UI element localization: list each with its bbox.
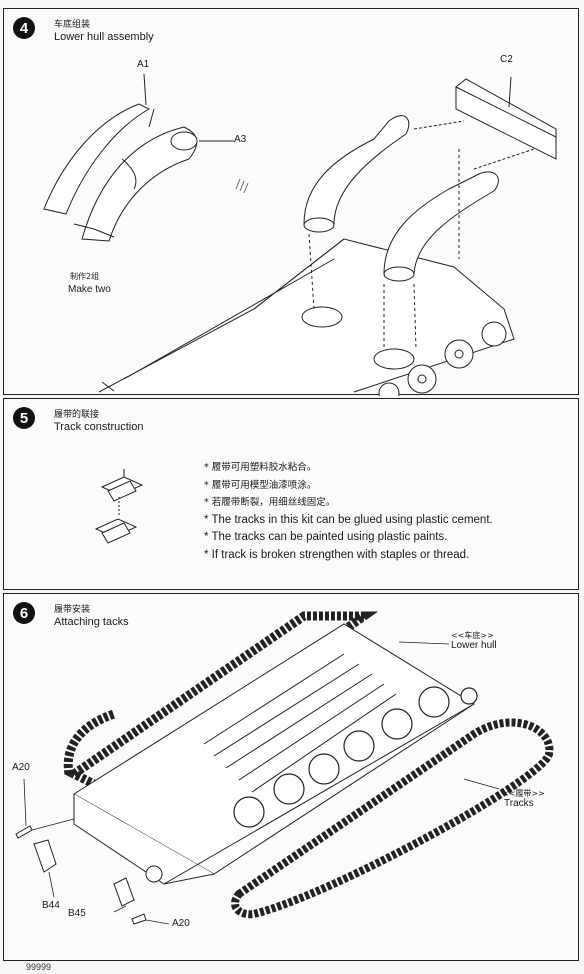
attaching-tracks-diagram xyxy=(15,611,554,925)
note-en-2: * The tracks can be painted using plasti… xyxy=(204,531,448,543)
part-label-a20-top: A20 xyxy=(12,762,30,773)
step-title-cn: 履带的联接 xyxy=(54,410,100,420)
part-label-b44: B44 xyxy=(42,900,60,911)
part-label-b45: B45 xyxy=(68,908,86,919)
step-title-cn: 车底组装 xyxy=(54,20,91,30)
note-cn-3: * 若履带断裂，用细丝线固定。 xyxy=(204,497,336,508)
tracks-label-en: Tracks xyxy=(504,798,534,809)
note-en-1: * The tracks in this kit can be glued us… xyxy=(204,513,493,526)
part-label-a20-bottom: A20 xyxy=(172,918,190,929)
part-label-c2: C2 xyxy=(500,54,513,65)
step-title-cn: 履带安装 xyxy=(54,605,91,615)
step-number-badge: 5 xyxy=(13,407,35,429)
step-title-en: Lower hull assembly xyxy=(54,31,154,43)
step-number-badge: 4 xyxy=(13,17,35,39)
track-link-diagram xyxy=(94,469,144,544)
step-title-en: Attaching tacks xyxy=(54,616,129,628)
note-en-3: * If track is broken strengthen with sta… xyxy=(204,548,470,561)
tracks-label-cn: <<履带>> xyxy=(502,789,545,798)
lower-hull-label-cn: <<车底>> xyxy=(451,631,494,640)
make-two-en: Make two xyxy=(68,284,111,295)
lower-hull-assembly-diagram xyxy=(43,73,557,396)
step-4-panel: 4 车底组装 Lower hull assembly xyxy=(3,8,579,396)
make-two-cn: 制作2组 xyxy=(70,272,100,281)
lower-hull-label-en: Lower hull xyxy=(451,640,497,651)
step-5-panel: 5 履带的联接 Track construction * 履带可用塑料胶水粘合。… xyxy=(3,398,579,590)
track-notes: * 履带可用塑料胶水粘合。 * 履带可用模型油漆喷涂。 * 若履带断裂，用细丝线… xyxy=(204,459,493,564)
note-cn-2: * 履带可用模型油漆喷涂。 xyxy=(204,479,317,491)
note-cn-1: * 履带可用塑料胶水粘合。 xyxy=(204,462,317,473)
part-label-a1: A1 xyxy=(137,59,150,70)
step-title-en: Track construction xyxy=(54,421,144,433)
part-label-a3: A3 xyxy=(234,134,247,145)
step-6-panel: 6 履带安装 Attaching tacks xyxy=(3,593,579,961)
page-footer-code: 99999 xyxy=(26,962,52,972)
step-number-badge: 6 xyxy=(13,602,35,624)
